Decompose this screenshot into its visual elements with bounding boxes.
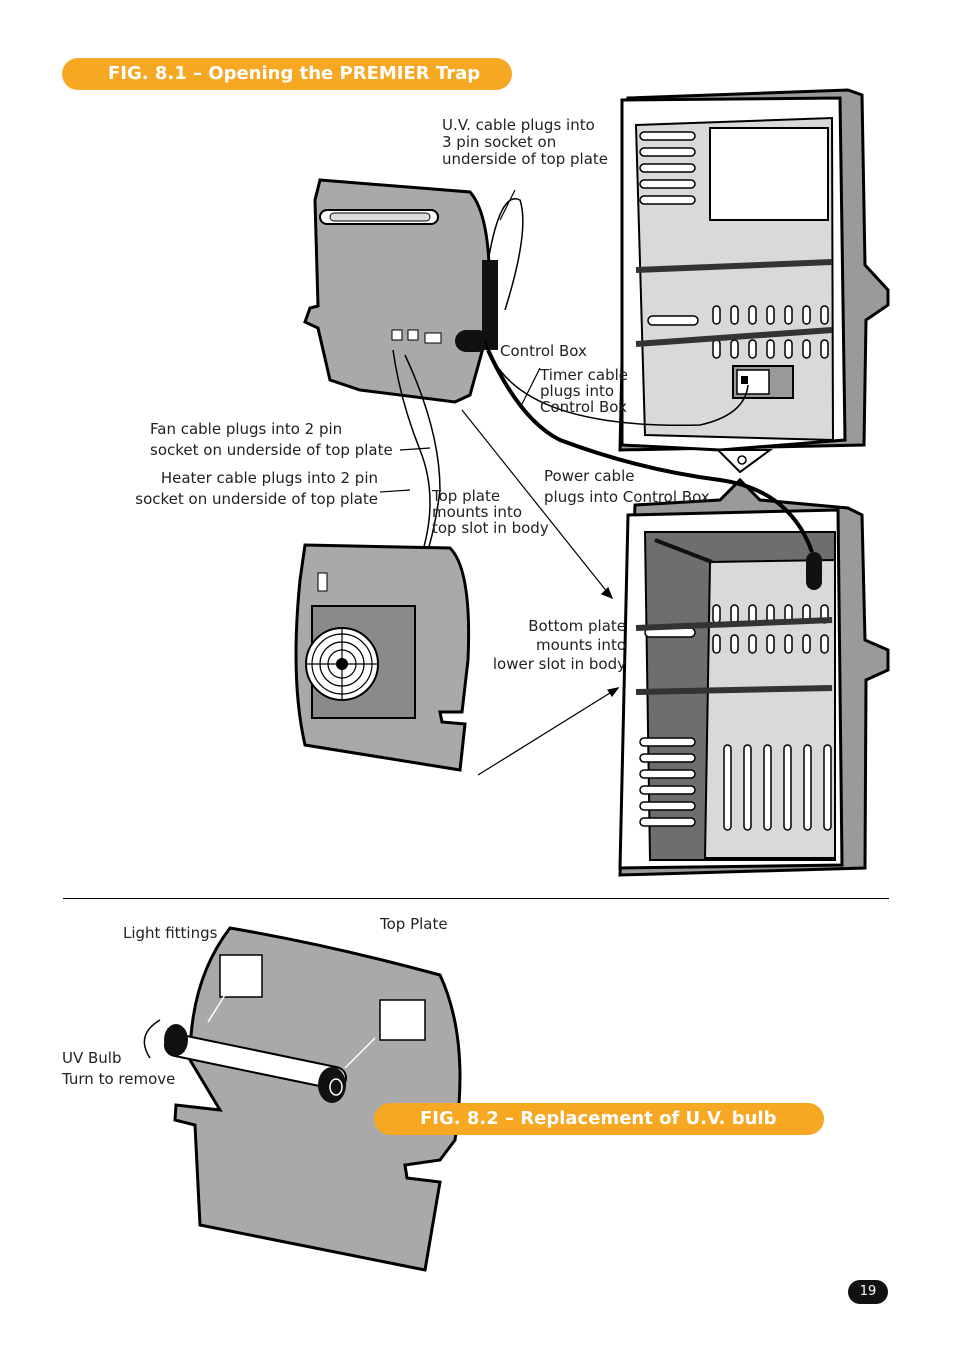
label-light-fittings: Light fittings: [123, 924, 218, 942]
section-divider: [63, 898, 889, 899]
label-power-cable: Power cable plugs into Control Box: [544, 467, 710, 506]
label-top-plate-mounts: Top plate mounts into top slot in body: [432, 487, 549, 537]
bottom-plate-fan: [294, 543, 471, 772]
top-plate-assembly: [303, 178, 498, 404]
leader-arrows: [379, 189, 620, 776]
cables: [392, 198, 814, 561]
label-timer-cable: Timer cable plugs into Control Box: [540, 366, 629, 416]
label-control-box: Control Box: [500, 342, 587, 360]
label-uv-cable: U.V. cable plugs into 3 pin socket on un…: [442, 116, 608, 168]
label-heater-cable: Heater cable plugs into 2 pin socket on …: [135, 469, 378, 508]
label-top-plate: Top Plate: [380, 915, 448, 933]
trap-body-bottom: [618, 477, 890, 877]
trap-body-top: [618, 88, 890, 474]
page-number: 19: [848, 1280, 888, 1304]
fig-8-2-title: FIG. 8.2 – Replacement of U.V. bulb: [374, 1103, 824, 1135]
label-fan-cable: Fan cable plugs into 2 pin socket on und…: [150, 420, 393, 459]
label-bottom-plate-mounts: Bottom plate mounts into lower slot in b…: [492, 617, 626, 673]
label-uv-bulb: UV Bulb Turn to remove: [62, 1049, 176, 1088]
uv-bulb-plate: [143, 926, 462, 1272]
fig-8-1-title: FIG. 8.1 – Opening the PREMIER Trap: [62, 58, 512, 90]
